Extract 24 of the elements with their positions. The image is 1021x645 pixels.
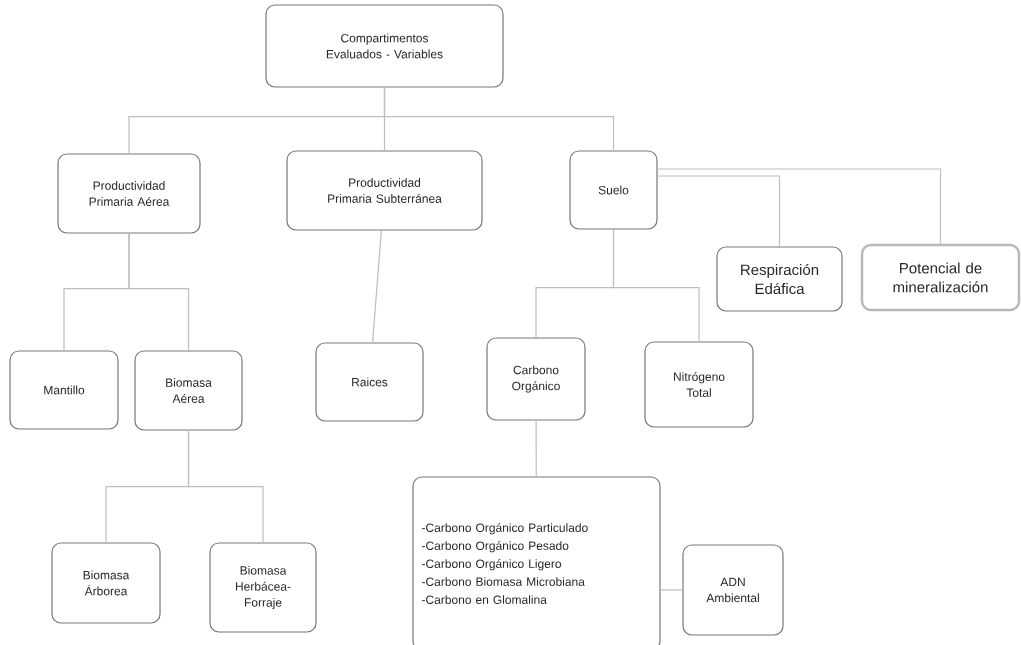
connector-line xyxy=(383,87,615,151)
rounded-box: Productividad Primaria Aérea xyxy=(57,153,201,234)
rounded-box: Compartimentos Evaluados - Variables xyxy=(265,4,504,88)
rounded-box: Biomasa Árborea xyxy=(51,542,161,624)
rounded-box: Biomasa Herbácea-Forraje xyxy=(209,542,317,633)
rounded-box: Productividad Primaria Subterránea xyxy=(286,150,483,231)
rounded-box: Biomasa Aérea xyxy=(134,350,243,431)
rounded-box: Respiración Edáfica xyxy=(716,246,843,312)
connector-line xyxy=(187,430,264,543)
rounded-box: Carbono Orgánico xyxy=(486,337,586,421)
connector-line xyxy=(657,175,781,247)
connector-line xyxy=(657,168,942,245)
rounded-box: Mantillo xyxy=(9,350,119,430)
connector-line xyxy=(535,420,537,477)
rounded-box: ADN Ambiental xyxy=(682,544,784,636)
list-box: -Carbono Orgánico Particulado -Carbono Orgánico Pesado -Carbono Orgánico Ligero -Carbono Biomasa Microbiana -Carbono en Glomalina xyxy=(412,476,661,645)
rounded-box: Potencial de mineralización xyxy=(860,243,1021,312)
connector-line xyxy=(128,233,190,351)
rounded-box: Nitrógeno Total xyxy=(644,341,754,428)
rounded-box: Raices xyxy=(315,342,424,422)
connector-line xyxy=(372,230,382,343)
connector-line xyxy=(660,589,683,591)
rounded-box: Suelo xyxy=(569,150,658,230)
connector-line xyxy=(612,229,700,342)
